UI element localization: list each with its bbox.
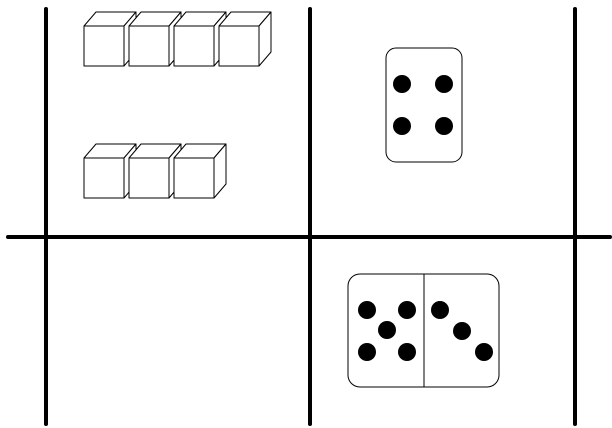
cube bbox=[174, 12, 226, 66]
dot bbox=[435, 117, 453, 135]
cube bbox=[84, 144, 136, 198]
dot bbox=[393, 75, 411, 93]
cube bbox=[129, 144, 181, 198]
cell-bottom-right bbox=[348, 274, 499, 387]
cube-train-top bbox=[84, 12, 271, 66]
domino-left-dot bbox=[378, 321, 396, 339]
cube-front-face bbox=[219, 26, 259, 66]
cube-front-face bbox=[129, 158, 169, 198]
domino-left-dot bbox=[398, 301, 416, 319]
domino-right-dot bbox=[431, 301, 449, 319]
cube-front-face bbox=[84, 158, 124, 198]
cube bbox=[84, 12, 136, 66]
dot-card-frame bbox=[386, 48, 462, 162]
cube bbox=[174, 144, 226, 198]
domino bbox=[348, 274, 499, 387]
domino-left-dot bbox=[358, 301, 376, 319]
dot bbox=[393, 117, 411, 135]
cube bbox=[219, 12, 271, 66]
cube bbox=[129, 12, 181, 66]
domino-left-dot bbox=[358, 343, 376, 361]
domino-right-dot bbox=[475, 343, 493, 361]
dot bbox=[435, 75, 453, 93]
cube-front-face bbox=[129, 26, 169, 66]
cube-train-bottom bbox=[84, 144, 226, 198]
dot-card bbox=[386, 48, 462, 162]
cube-front-face bbox=[84, 26, 124, 66]
cube-front-face bbox=[174, 26, 214, 66]
cell-top-right bbox=[386, 48, 462, 162]
domino-left-dot bbox=[398, 343, 416, 361]
cube-front-face bbox=[174, 158, 214, 198]
domino-right-dot bbox=[453, 322, 471, 340]
